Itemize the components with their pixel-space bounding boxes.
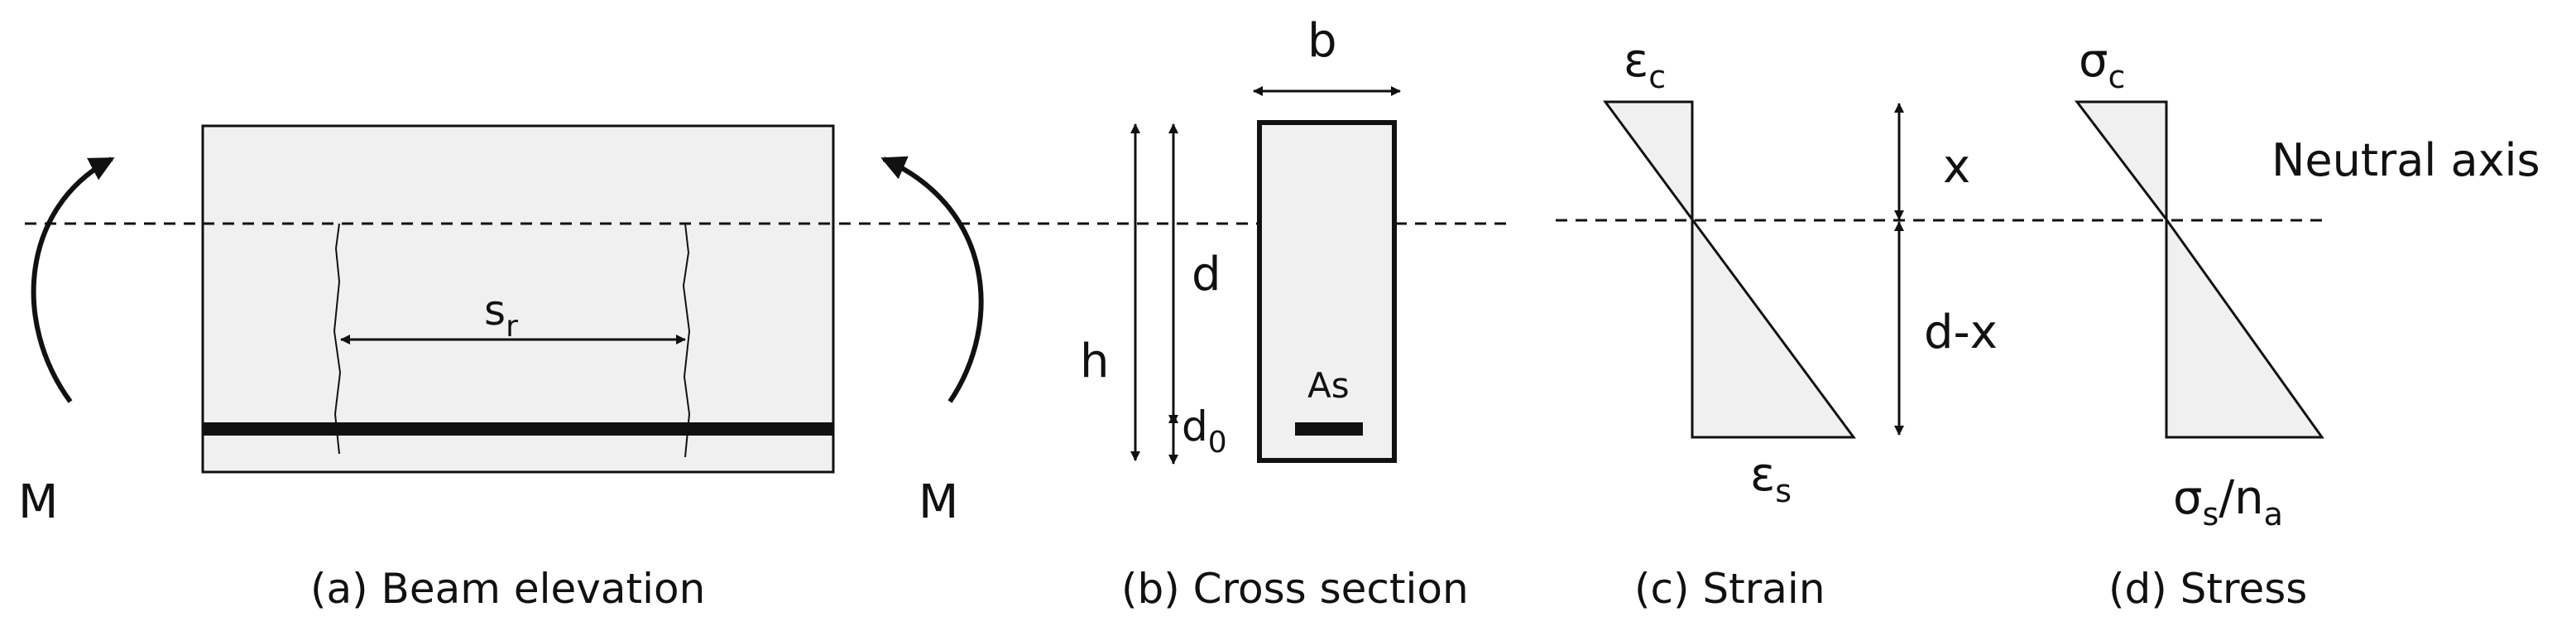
strain-tension-zone: [1691, 215, 1856, 439]
crack-spacing-label: sr: [484, 287, 518, 344]
moment-label-left: M: [18, 475, 58, 529]
caption-cross-section: (b) Cross section: [1121, 565, 1469, 613]
stress-tension-zone: [2165, 215, 2324, 439]
strain-compression-zone: [1603, 100, 1694, 224]
reinforcement-bar: [203, 422, 833, 436]
stress-top-label: σc: [2079, 34, 2125, 95]
width-label: b: [1307, 14, 1337, 68]
section-outline: [1257, 120, 1397, 463]
beam-body: [201, 124, 835, 474]
moment-arrow-right: [880, 156, 984, 403]
stress-compression-zone: [2074, 100, 2168, 224]
caption-stress: (d) Stress: [2108, 565, 2307, 613]
beam-elevation: sr M M (a) Beam elevation: [18, 124, 984, 613]
caption-strain: (c) Strain: [1634, 565, 1825, 613]
crack-left: [333, 223, 342, 455]
strain-diagram: εc εs x d-x (c) Strain: [1603, 34, 1998, 613]
strain-top-label: εc: [1624, 34, 1666, 95]
height-label: h: [1080, 335, 1110, 388]
crack-right: [682, 223, 691, 458]
moment-arrow-left: [31, 157, 115, 403]
steel-label: As: [1307, 365, 1350, 406]
section-steel: [1295, 422, 1363, 436]
depth-label: d: [1192, 248, 1221, 301]
neutral-axis-label: Neutral axis: [2271, 134, 2540, 186]
below-na-label: d-x: [1924, 306, 1998, 359]
strain-bottom-label: εs: [1750, 448, 1792, 509]
moment-label-right: M: [919, 475, 958, 529]
stress-bottom-label: σs/na: [2173, 471, 2283, 532]
na-depth-label: x: [1943, 140, 1970, 194]
cross-section: As b h d d0 (b) Cross section: [1080, 14, 1469, 613]
caption-beam-elevation: (a) Beam elevation: [310, 565, 705, 613]
cover-label: d0: [1182, 402, 1227, 460]
stress-diagram: σc σs/na Neutral axis (d) Stress: [2074, 34, 2540, 613]
